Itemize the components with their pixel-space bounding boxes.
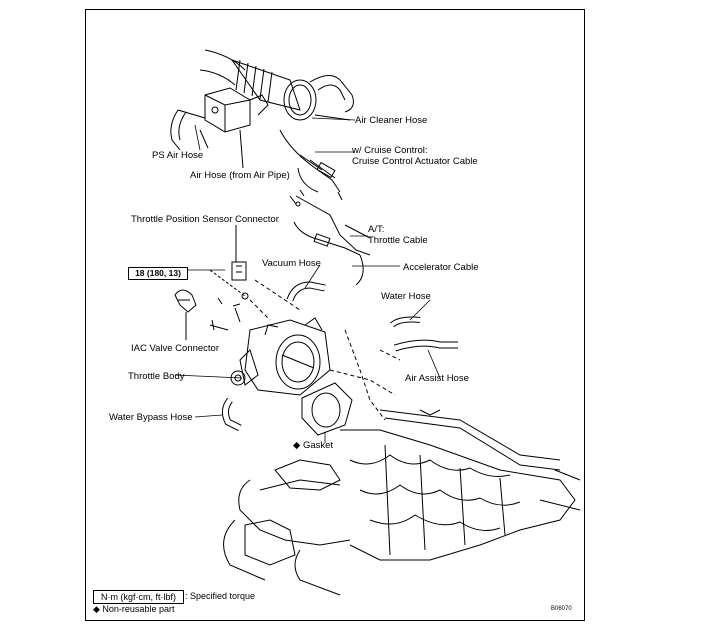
cable-assemblies-drawing (279, 129, 371, 286)
bolts-drawing (209, 269, 249, 331)
water-hoses-drawing (221, 316, 458, 432)
label-air-assist-hose: Air Assist Hose (405, 373, 469, 384)
intake-connector-drawing (204, 87, 269, 133)
ps-air-hose-drawing (170, 109, 209, 151)
air-cleaner-hose-drawing (199, 49, 354, 121)
label-vacuum-hose: Vacuum Hose (262, 258, 321, 269)
diagram-frame (85, 9, 585, 621)
pipes-drawing (379, 409, 561, 471)
alignment-lines (249, 279, 401, 421)
air-hose-leader (239, 129, 244, 169)
iac-connector-drawing (174, 289, 197, 340)
label-at-throttle-cable: A/T: Throttle Cable (368, 224, 428, 246)
gasket-drawing (301, 382, 353, 436)
legend-torque-unit: N·m (kgf·cm, ft·lbf) (93, 590, 184, 604)
label-water-bypass-hose: Water Bypass Hose (109, 412, 193, 423)
figure-code: B06070 (551, 606, 572, 612)
throttle-body-drawing (230, 317, 331, 396)
tps-connector-drawing (231, 225, 247, 281)
label-accelerator-cable: Accelerator Cable (403, 262, 479, 273)
label-water-hose: Water Hose (381, 291, 431, 302)
label-air-hose: Air Hose (from Air Pipe) (190, 170, 290, 181)
label-iac-valve-connector: IAC Valve Connector (131, 343, 220, 354)
label-air-cleaner-hose: Air Cleaner Hose (355, 115, 428, 126)
legend-non-reusable: ◆ Non-reusable part (93, 604, 175, 614)
intake-manifold-drawing (223, 429, 581, 596)
legend-torque-desc: : Specified torque (185, 591, 256, 601)
label-throttle-body: Throttle Body (128, 371, 185, 382)
label-cruise-control: w/ Cruise Control: Cruise Control Actuat… (352, 145, 478, 167)
torque-spec-badge: 18 (180, 13) (128, 267, 188, 280)
label-gasket: ◆ Gasket (293, 440, 334, 451)
label-ps-air-hose: PS Air Hose (152, 150, 204, 161)
label-tps-connector: Throttle Position Sensor Connector (131, 214, 279, 225)
